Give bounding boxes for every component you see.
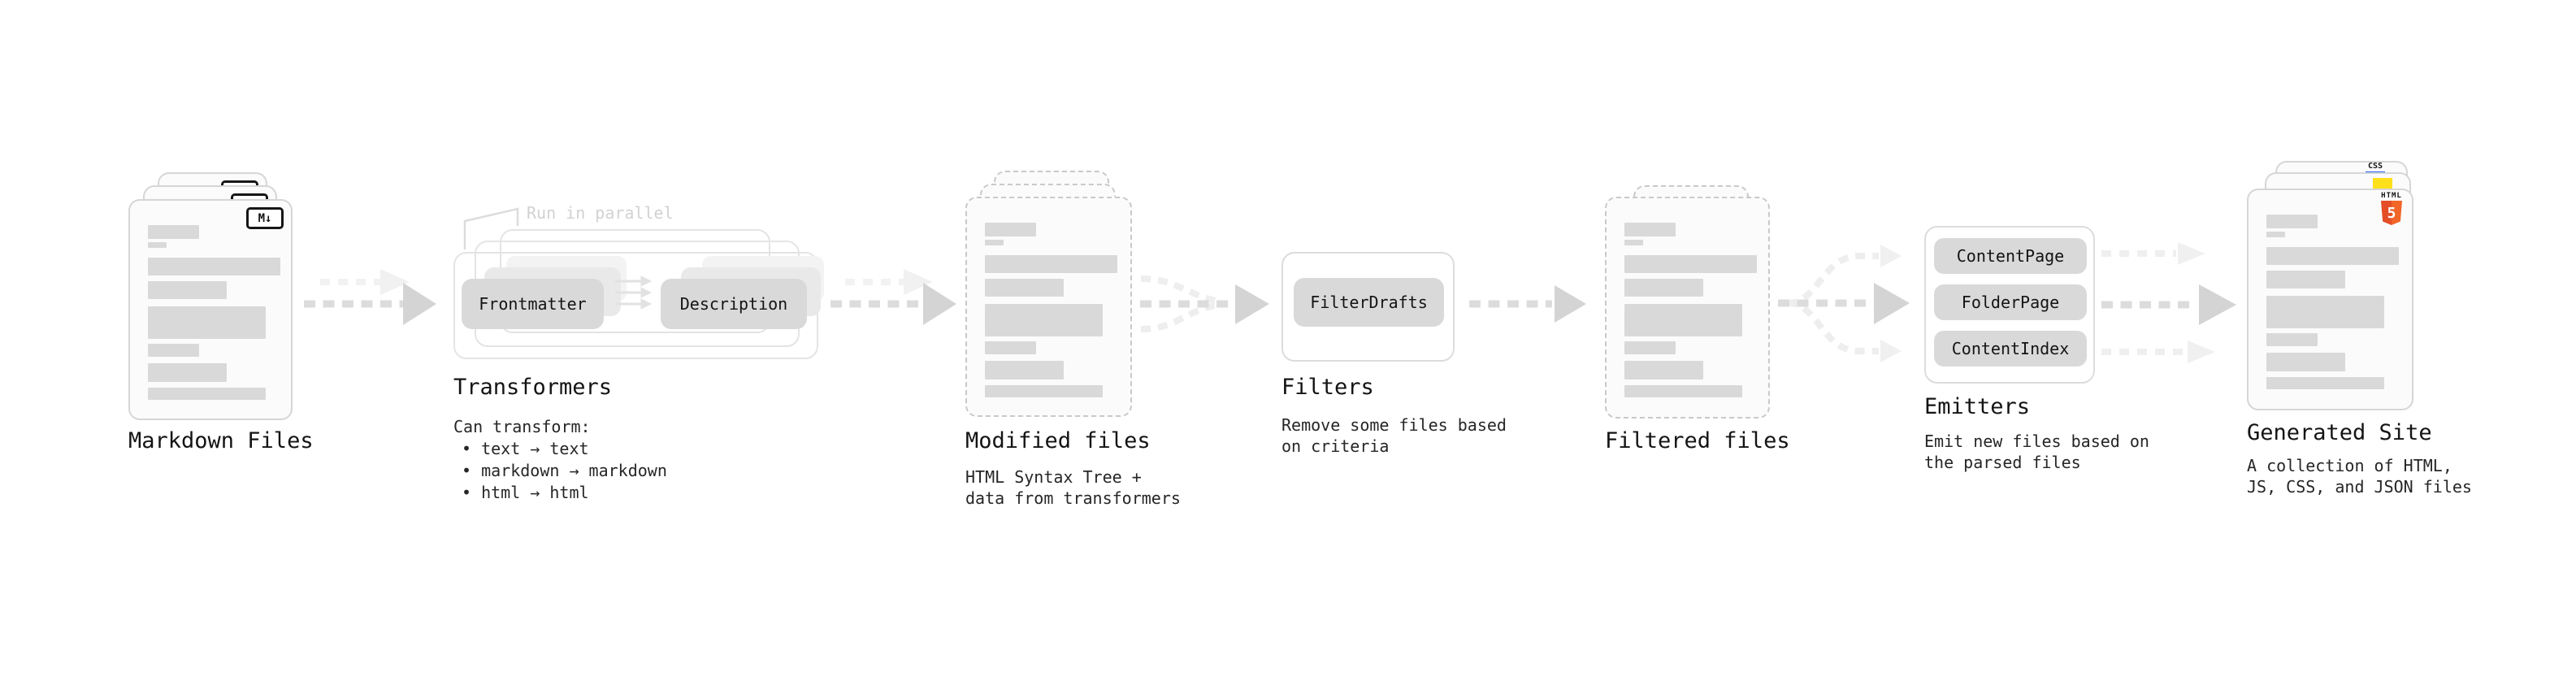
- text-line-bar: [2266, 353, 2345, 371]
- modified-files-title: Modified files: [965, 428, 1151, 453]
- text-line-bar: [1624, 361, 1703, 380]
- run-in-parallel-callout: Run in parallel: [527, 203, 674, 223]
- text-line-bar: [985, 240, 1004, 245]
- filtered-file-card: [1605, 197, 1770, 419]
- javascript-icon: [2373, 178, 2392, 189]
- modified-files-desc-line: data from transformers: [965, 488, 1181, 508]
- generated-site-desc-line: A collection of HTML,: [2247, 456, 2452, 475]
- text-line-bar: [985, 223, 1036, 236]
- html5-icon: HTML 5: [2379, 192, 2404, 225]
- text-line-bar: [985, 279, 1064, 297]
- text-line-bar: [148, 225, 199, 239]
- arrow-filtered-to-emitters-split: [1778, 245, 1910, 362]
- transformers-subtitle: Can transform:: [453, 417, 591, 436]
- text-line-bar: [2266, 271, 2345, 288]
- text-line-bar: [1624, 240, 1643, 245]
- arrow-filters-to-filtered: [1469, 285, 1586, 323]
- text-line-bar: [1624, 255, 1757, 273]
- emitters-desc-line: the parsed files: [1924, 453, 2081, 472]
- generated-html-card: [2247, 189, 2413, 410]
- text-line-bar: [985, 341, 1036, 354]
- text-line-bar: [148, 363, 227, 382]
- text-line-bar: [2266, 377, 2384, 389]
- text-line-bar: [148, 344, 199, 357]
- filters-desc-line: Remove some files based: [1281, 415, 1507, 435]
- text-line-bar: [148, 242, 167, 248]
- filterdrafts-box: FilterDrafts: [1294, 278, 1444, 327]
- text-line-bar: [2266, 247, 2399, 265]
- text-line-bar: [1624, 304, 1742, 336]
- text-line-bar: [148, 388, 266, 400]
- text-line-bar: [148, 281, 227, 299]
- markdown-icon: M↓: [246, 207, 284, 229]
- arrows-emitters-to-generated: [2101, 242, 2236, 363]
- modified-file-card: [965, 197, 1132, 417]
- text-line-bar: [2266, 333, 2318, 346]
- text-line-bar: [985, 255, 1117, 273]
- arrow-transformers-to-modified: [830, 269, 956, 325]
- markdown-files-label: Markdown Files: [128, 428, 314, 453]
- arrow-markdown-to-transformers: [304, 269, 436, 325]
- filters-title: Filters: [1281, 375, 1374, 400]
- contentindex-box: ContentIndex: [1934, 331, 2087, 367]
- description-box: Description: [661, 279, 807, 329]
- filters-desc-line: on criteria: [1281, 436, 1390, 456]
- generated-site-desc-line: JS, CSS, and JSON files: [2247, 477, 2472, 497]
- text-line-bar: [1624, 279, 1703, 297]
- transformers-bullet: • text → text: [462, 439, 589, 458]
- text-line-bar: [985, 385, 1103, 397]
- filtered-files-title: Filtered files: [1605, 428, 1790, 453]
- transformers-title: Transformers: [453, 375, 613, 400]
- modified-files-desc-line: HTML Syntax Tree +: [965, 467, 1142, 487]
- text-line-bar: [985, 361, 1064, 380]
- text-line-bar: [985, 304, 1103, 336]
- arrow-modified-to-filters-merge: [1140, 275, 1269, 332]
- text-line-bar: [2266, 232, 2285, 237]
- text-line-bar: [1624, 385, 1742, 397]
- frontmatter-box: Frontmatter: [462, 279, 604, 329]
- generated-site-title: Generated Site: [2247, 420, 2432, 445]
- text-line-bar: [2266, 215, 2318, 228]
- text-line-bar: [1624, 223, 1676, 236]
- markdown-file-card: M↓: [128, 199, 293, 420]
- contentpage-box: ContentPage: [1934, 238, 2087, 274]
- text-line-bar: [148, 306, 266, 339]
- folderpage-box: FolderPage: [1934, 284, 2087, 320]
- emitters-desc-line: Emit new files based on: [1924, 432, 2149, 451]
- transformers-bullet: • html → html: [462, 483, 589, 502]
- transformers-bullet: • markdown → markdown: [462, 461, 667, 480]
- text-line-bar: [2266, 296, 2384, 328]
- text-line-bar: [148, 258, 280, 275]
- emitters-title: Emitters: [1924, 394, 2031, 419]
- text-line-bar: [1624, 341, 1676, 354]
